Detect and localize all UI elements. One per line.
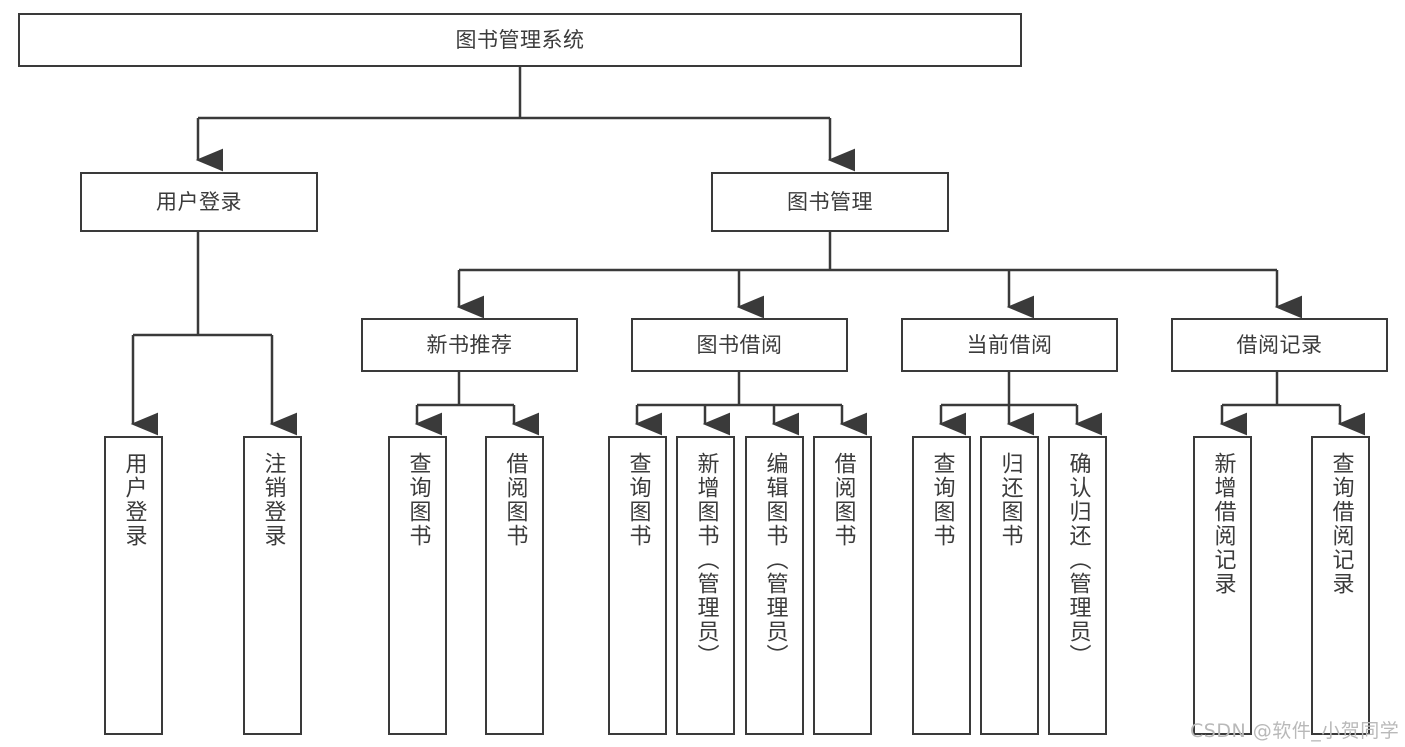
node-new-book-rec-label: 新书推荐 [426, 332, 513, 357]
node-root[interactable]: 图书管理系统 [18, 13, 1022, 67]
node-leaf-borrow-book-2-label: 借阅图书 [830, 452, 856, 548]
node-leaf-query-book-1[interactable]: 查询图书 [388, 436, 447, 735]
node-book-borrow[interactable]: 图书借阅 [631, 318, 848, 372]
node-borrow-record-label: 借阅记录 [1236, 332, 1323, 357]
node-leaf-borrow-book-2[interactable]: 借阅图书 [813, 436, 872, 735]
node-leaf-borrow-book-1[interactable]: 借阅图书 [485, 436, 544, 735]
node-new-book-rec[interactable]: 新书推荐 [361, 318, 578, 372]
node-leaf-user-login[interactable]: 用户登录 [104, 436, 163, 735]
node-leaf-return-book[interactable]: 归还图书 [980, 436, 1039, 735]
node-leaf-query-record-label: 查询借阅记录 [1328, 452, 1354, 596]
node-leaf-user-logout-label: 注销登录 [260, 452, 286, 548]
node-leaf-add-book-label: 新增图书（管理员） [693, 452, 719, 668]
node-current-borrow[interactable]: 当前借阅 [901, 318, 1118, 372]
node-leaf-confirm-return[interactable]: 确认归还（管理员） [1048, 436, 1107, 735]
node-leaf-edit-book-label: 编辑图书（管理员） [762, 452, 788, 668]
node-leaf-query-book-2-label: 查询图书 [625, 452, 651, 548]
node-book-manage-label: 图书管理 [787, 189, 873, 214]
node-leaf-query-record[interactable]: 查询借阅记录 [1311, 436, 1370, 735]
node-leaf-add-record[interactable]: 新增借阅记录 [1193, 436, 1252, 735]
node-user-login-label: 用户登录 [156, 189, 242, 214]
node-current-borrow-label: 当前借阅 [966, 332, 1053, 357]
node-book-borrow-label: 图书借阅 [696, 332, 783, 357]
node-leaf-query-book-1-label: 查询图书 [405, 452, 431, 548]
node-leaf-return-book-label: 归还图书 [997, 452, 1023, 548]
node-leaf-user-logout[interactable]: 注销登录 [243, 436, 302, 735]
node-leaf-edit-book[interactable]: 编辑图书（管理员） [745, 436, 804, 735]
node-leaf-query-book-3-label: 查询图书 [929, 452, 955, 548]
node-leaf-query-book-2[interactable]: 查询图书 [608, 436, 667, 735]
node-leaf-borrow-book-1-label: 借阅图书 [502, 452, 528, 548]
node-leaf-confirm-return-label: 确认归还（管理员） [1065, 452, 1091, 668]
node-leaf-add-record-label: 新增借阅记录 [1210, 452, 1236, 596]
node-book-manage[interactable]: 图书管理 [711, 172, 949, 232]
node-root-label: 图书管理系统 [455, 27, 585, 52]
node-leaf-user-login-label: 用户登录 [121, 452, 147, 548]
node-leaf-add-book[interactable]: 新增图书（管理员） [676, 436, 735, 735]
node-user-login[interactable]: 用户登录 [80, 172, 318, 232]
node-borrow-record[interactable]: 借阅记录 [1171, 318, 1388, 372]
node-leaf-query-book-3[interactable]: 查询图书 [912, 436, 971, 735]
